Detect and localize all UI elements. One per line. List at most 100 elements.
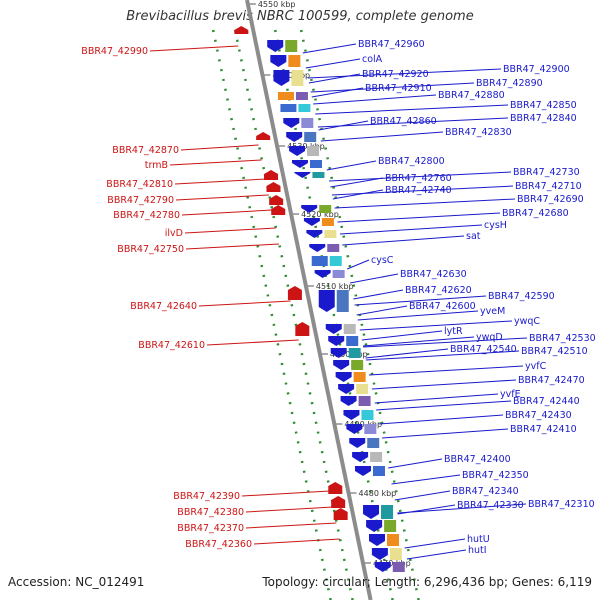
- forward-gene-label[interactable]: BBR47_42440: [513, 396, 580, 407]
- forward-gene-label[interactable]: ywqD: [476, 332, 503, 343]
- kbp-tick-label: 4510 kbp: [316, 282, 354, 291]
- forward-gene-label[interactable]: BBR47_42400: [444, 454, 511, 465]
- forward-leader-line: [391, 474, 461, 485]
- forward-gene-label[interactable]: yveM: [480, 306, 505, 317]
- forward-gene-arrow: [289, 146, 306, 156]
- forward-gene-label[interactable]: BBR47_42800: [378, 156, 445, 167]
- forward-gene-label[interactable]: sat: [466, 231, 481, 242]
- gene-category-block: [312, 172, 325, 178]
- forward-gene-arrow: [328, 336, 345, 346]
- reverse-leader-line: [198, 300, 291, 307]
- forward-gene-label[interactable]: BBR47_42330: [457, 500, 524, 511]
- reverse-gene-label[interactable]: BBR47_42990: [81, 46, 148, 57]
- forward-leader-line: [308, 73, 361, 84]
- forward-gene-label[interactable]: cysH: [484, 220, 507, 231]
- forward-leader-line: [305, 58, 361, 69]
- forward-leader-line: [381, 428, 509, 439]
- forward-leader-line: [320, 131, 444, 142]
- forward-gene-label[interactable]: BBR47_42910: [365, 83, 432, 94]
- forward-gene-label[interactable]: BBR47_42340: [452, 486, 519, 497]
- forward-gene-label[interactable]: BBR47_42880: [438, 90, 505, 101]
- forward-gene-label[interactable]: BBR47_42530: [529, 333, 596, 344]
- forward-gene-label[interactable]: colA: [362, 54, 383, 65]
- forward-gene-label[interactable]: BBR47_42600: [409, 301, 476, 312]
- gene-category-block: [348, 348, 361, 358]
- forward-leader-line: [404, 538, 466, 549]
- reverse-gene-label[interactable]: BBR47_42780: [113, 210, 180, 221]
- reverse-gene-label[interactable]: ilvD: [165, 228, 183, 239]
- genome-dotted-tracks: [211, 29, 420, 600]
- forward-gene-arrow: [354, 466, 371, 476]
- forward-leader-line: [376, 400, 512, 411]
- forward-leader-line: [307, 68, 502, 79]
- forward-leader-line: [302, 43, 357, 54]
- forward-gene-arrow: [286, 132, 303, 142]
- reverse-gene-arrow: [234, 26, 249, 34]
- forward-gene-label[interactable]: BBR47_42510: [521, 346, 588, 357]
- forward-gene-label[interactable]: BBR47_42630: [400, 269, 467, 280]
- forward-gene-block: [311, 256, 328, 266]
- forward-gene-arrow: [340, 396, 357, 406]
- forward-gene-label[interactable]: BBR47_42920: [362, 69, 429, 80]
- reverse-gene-label[interactable]: BBR47_42380: [177, 507, 244, 518]
- forward-leader-line: [353, 289, 404, 300]
- reverse-gene-arrow: [331, 496, 346, 508]
- reverse-gene-label[interactable]: BBR47_42810: [106, 179, 173, 190]
- reverse-gene-label[interactable]: BBR47_42370: [177, 523, 244, 534]
- forward-gene-label[interactable]: BBR47_42690: [517, 194, 584, 205]
- reverse-gene-label[interactable]: BBR47_42870: [112, 145, 179, 156]
- forward-gene-label[interactable]: BBR47_42540: [450, 344, 517, 355]
- forward-gene-label[interactable]: BBR47_42430: [505, 410, 572, 421]
- forward-gene-arrow: [371, 548, 388, 560]
- forward-gene-label[interactable]: BBR47_42830: [445, 127, 512, 138]
- forward-gene-label[interactable]: BBR47_42590: [488, 291, 555, 302]
- forward-gene-label[interactable]: cysC: [371, 255, 394, 266]
- forward-gene-label[interactable]: BBR47_42410: [510, 424, 577, 435]
- reverse-leader-line: [245, 522, 337, 529]
- forward-gene-label[interactable]: BBR47_42900: [503, 64, 570, 75]
- reverse-gene-arrow: [328, 482, 343, 494]
- reverse-gene-label[interactable]: BBR47_42360: [185, 539, 252, 550]
- forward-gene-label[interactable]: BBR47_42740: [385, 185, 452, 196]
- forward-leader-line: [337, 212, 501, 223]
- reverse-gene-label[interactable]: BBR47_42390: [173, 491, 240, 502]
- forward-leader-line: [334, 198, 516, 209]
- forward-gene-label[interactable]: yvfE: [500, 389, 521, 400]
- reverse-gene-label[interactable]: BBR47_42750: [117, 244, 184, 255]
- forward-gene-label[interactable]: BBR47_42960: [358, 39, 425, 50]
- forward-leader-line: [354, 295, 487, 306]
- forward-gene-label[interactable]: BBR47_42710: [515, 181, 582, 192]
- accession-label: Accession: NC_012491: [8, 575, 145, 589]
- reverse-gene-arrow: [256, 132, 271, 140]
- forward-gene-label[interactable]: BBR47_42760: [385, 173, 452, 184]
- reverse-gene-label[interactable]: BBR47_42610: [138, 340, 205, 351]
- reverse-gene-label[interactable]: BBR47_42640: [130, 301, 197, 312]
- forward-leader-line: [326, 160, 377, 171]
- forward-gene-label[interactable]: BBR47_42850: [510, 100, 577, 111]
- forward-gene-arrow: [273, 70, 290, 86]
- forward-gene-label[interactable]: BBR47_42620: [405, 285, 472, 296]
- reverse-gene-label[interactable]: trmB: [145, 160, 168, 171]
- forward-gene-label[interactable]: lytR: [444, 326, 463, 337]
- forward-gene-arrow: [335, 372, 352, 382]
- forward-gene-label[interactable]: ywqC: [514, 316, 540, 327]
- forward-gene-label[interactable]: BBR47_42860: [370, 116, 437, 127]
- gene-category-block: [291, 70, 304, 86]
- reverse-gene-label[interactable]: BBR47_42790: [107, 195, 174, 206]
- forward-gene-label[interactable]: BBR47_42470: [518, 375, 585, 386]
- forward-leader-line: [406, 549, 467, 560]
- forward-gene-label[interactable]: BBR47_42680: [502, 208, 569, 219]
- forward-gene-label[interactable]: BBR47_42840: [510, 113, 577, 124]
- forward-gene-label[interactable]: yvfC: [525, 361, 547, 372]
- forward-gene-label[interactable]: BBR47_42890: [476, 78, 543, 89]
- gene-category-block: [301, 118, 314, 128]
- forward-gene-label[interactable]: BBR47_42350: [462, 470, 529, 481]
- forward-gene-label[interactable]: BBR47_42310: [528, 499, 595, 510]
- reverse-gene-arrow: [269, 195, 284, 205]
- forward-gene-arrow: [366, 520, 383, 532]
- forward-gene-label[interactable]: hutU: [467, 534, 490, 545]
- forward-gene-label[interactable]: hutI: [468, 545, 487, 556]
- gene-category-block: [389, 548, 402, 560]
- forward-gene-label[interactable]: BBR47_42730: [513, 167, 580, 178]
